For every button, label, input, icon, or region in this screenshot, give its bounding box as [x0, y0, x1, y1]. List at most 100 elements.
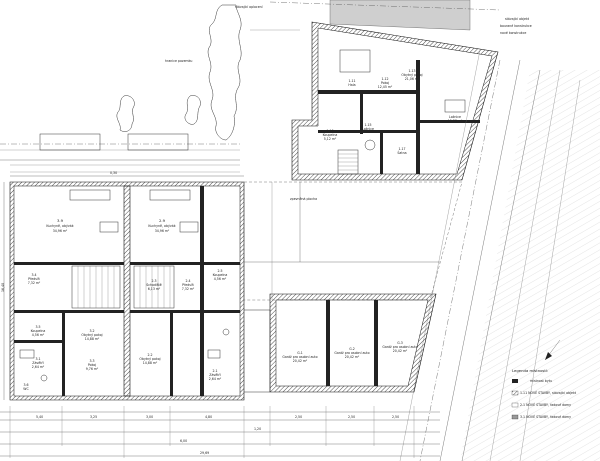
svg-text:15,38 m²: 15,38 m² [448, 119, 463, 123]
room-1-15: 1.15 Ložnice [362, 123, 374, 131]
staircase-house-2 [133, 265, 175, 309]
room-2-9: 2.9 Kuchyně, obývák 34,96 m² [148, 218, 175, 233]
svg-text:3.3: 3.3 [89, 359, 94, 363]
dim-5: 4,80 [205, 415, 212, 419]
existing-staircase [337, 149, 359, 175]
svg-text:2,64 m²: 2,64 m² [32, 365, 45, 369]
party-wall-2 [200, 186, 204, 396]
svg-text:Obytný pokoj: Obytný pokoj [139, 357, 160, 361]
site-context-top: hranice pozemku stávající oplocení stáva… [0, 0, 532, 173]
room-2-2: 2.2 Obytný pokoj 14,88 m² [139, 353, 160, 365]
svg-text:Kuchyně, obývák: Kuchyně, obývák [46, 224, 73, 228]
legend: Legenda místností: místnost bytu 1.11 NO… [511, 339, 577, 420]
svg-text:Pokoj: Pokoj [381, 81, 389, 85]
room-3-1: 3.1 Závětří 2,64 m² [32, 357, 45, 369]
svg-text:G.1: G.1 [297, 351, 303, 355]
top-label-fence: stávající oplocení [235, 5, 263, 9]
staircase-house-3 [71, 265, 121, 309]
svg-text:3.6: 3.6 [23, 383, 28, 387]
svg-text:Schodiště: Schodiště [146, 283, 162, 287]
svg-text:20,42 m²: 20,42 m² [293, 359, 308, 363]
room-1-12: 1.12 Pokoj 12,45 m² [378, 77, 393, 89]
top-label-pavement: hranice pozemku [165, 59, 192, 63]
courtyard: zpevněná plocha [243, 181, 463, 301]
svg-text:34,96 m²: 34,96 m² [155, 229, 170, 233]
svg-text:1.15: 1.15 [364, 123, 371, 127]
svg-text:Předsíň: Předsíň [28, 277, 40, 281]
dimension-lines: 29,69 5,40 3,25 3,00 4,80 2,50 2,50 2,50… [0, 171, 440, 458]
dim-side: 16,40 [1, 283, 5, 292]
svg-text:2.2: 2.2 [147, 353, 152, 357]
svg-text:5,12 m²: 5,12 m² [324, 137, 337, 141]
svg-text:Garáž pro osobní auto: Garáž pro osobní auto [282, 355, 317, 359]
garage-g2: G.2 Garáž pro osobní auto 20,42 m² [334, 347, 369, 359]
svg-text:4,56 m²: 4,56 m² [32, 333, 45, 337]
svg-text:1.17: 1.17 [398, 147, 405, 151]
svg-text:2.1: 2.1 [212, 369, 217, 373]
room-3-3: 3.3 Pokoj 9,76 m² [86, 359, 99, 371]
room-1-14: Ložnice 15,38 m² [448, 115, 463, 123]
svg-text:3.5: 3.5 [35, 325, 40, 329]
svg-text:Koupelna: Koupelna [31, 329, 46, 333]
room-1-17: 1.17 Šatna [397, 147, 406, 155]
legend-line-4: 3.1 NOVÉ STAVBY, řadové domy [520, 414, 571, 419]
svg-text:1.16: 1.16 [326, 129, 333, 133]
room-2-1: 2.1 Závětří 2,64 m² [209, 369, 222, 381]
row-houses: 3.9 Kuchyně, obývák 34,96 m² 3.4 Předsíň… [9, 181, 245, 401]
svg-text:34,96 m²: 34,96 m² [53, 229, 68, 233]
room-3-6: 3.6 WC [23, 383, 29, 391]
svg-text:Garáž pro osobní auto: Garáž pro osobní auto [334, 351, 369, 355]
svg-text:14,88 m²: 14,88 m² [85, 337, 100, 341]
existing-building-inner [297, 27, 493, 175]
tree-canopy-small [116, 95, 135, 132]
room-3-5: 3.5 Koupelna 4,56 m² [31, 325, 46, 337]
table-2 [179, 221, 199, 233]
svg-text:Ložnice: Ložnice [362, 127, 374, 131]
dim-6c: 2,50 [392, 415, 399, 419]
dim-3: 3,00 [146, 415, 153, 419]
toilet-3 [40, 374, 48, 382]
svg-text:20,42 m²: 20,42 m² [393, 349, 408, 353]
party-wall-1 [123, 185, 131, 397]
legend-line-1: místnost bytu [530, 379, 552, 383]
tree-canopy-small-2 [184, 95, 201, 125]
svg-text:Předsíň: Předsíň [182, 283, 194, 287]
svg-text:7,32 m²: 7,32 m² [28, 281, 41, 285]
svg-text:3.9: 3.9 [57, 218, 64, 223]
svg-text:Kuchyně, obývák: Kuchyně, obývák [148, 224, 175, 228]
svg-text:6,13 m²: 6,13 m² [148, 287, 161, 291]
svg-text:Obytný pokoj: Obytný pokoj [401, 73, 422, 77]
svg-text:Koupelna: Koupelna [213, 273, 228, 277]
furniture-bed [444, 99, 466, 113]
svg-text:Hala: Hala [348, 83, 355, 87]
svg-text:21,06 m²: 21,06 m² [405, 77, 420, 81]
svg-text:12,45 m²: 12,45 m² [378, 85, 393, 89]
parking-marks [10, 133, 240, 173]
svg-text:Závětří: Závětří [209, 373, 221, 377]
svg-text:Garáž pro osobní auto: Garáž pro osobní auto [382, 345, 417, 349]
svg-text:Koupelna: Koupelna [323, 133, 338, 137]
svg-text:2.3: 2.3 [151, 279, 156, 283]
legend-line-3: 2.1 NOVÉ STAVBY, řadové domy [520, 402, 571, 407]
table-3 [99, 221, 119, 233]
svg-text:3.4: 3.4 [31, 273, 36, 277]
note-demolished: bourané konstrukce [500, 24, 532, 28]
svg-text:Šatna: Šatna [397, 150, 406, 155]
dim-7: 1,20 [254, 427, 261, 431]
room-3-9: 3.9 Kuchyně, obývák 34,96 m² [46, 218, 73, 233]
room-1-16: 1.16 Koupelna 5,12 m² [323, 129, 338, 141]
svg-text:WC: WC [23, 387, 29, 391]
svg-text:Obytný pokoj: Obytný pokoj [81, 333, 102, 337]
existing-building-roof [329, 0, 471, 31]
svg-text:Závětří: Závětří [32, 361, 44, 365]
svg-text:1.13: 1.13 [408, 69, 415, 73]
garage-g3: G.3 Garáž pro osobní auto 20,42 m² [382, 341, 417, 353]
bathtub-3 [19, 349, 35, 359]
courtyard-label: zpevněná plocha [290, 197, 317, 201]
dim-8: 6,00 [180, 439, 187, 443]
svg-text:9,76 m²: 9,76 m² [86, 367, 99, 371]
svg-text:Ložnice: Ložnice [449, 115, 461, 119]
svg-text:G.3: G.3 [397, 341, 403, 345]
existing-building: 1.11 Hala 1.12 Pokoj 12,45 m² 1.13 Obytn… [291, 21, 499, 181]
